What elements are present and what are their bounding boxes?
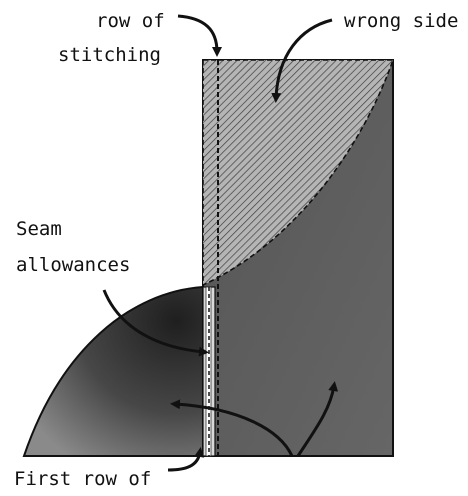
arrow-right-fabric bbox=[296, 381, 339, 457]
label-wrong-side: wrong side bbox=[344, 10, 459, 32]
label-seam: Seam bbox=[16, 218, 62, 240]
label-row-of: row of bbox=[96, 10, 165, 32]
label-stitching: stitching bbox=[58, 44, 161, 66]
arrow-left-fabric bbox=[170, 399, 294, 457]
left-fabric-panel bbox=[22, 285, 204, 457]
wrong-side-hatched-fold bbox=[202, 59, 395, 287]
arrow-seam-allowances bbox=[102, 289, 209, 357]
arrow-first-row bbox=[167, 447, 205, 472]
arrow-wrong-side bbox=[271, 18, 333, 103]
label-allowances: allowances bbox=[16, 254, 131, 276]
label-first-row-of: First row of bbox=[14, 468, 152, 490]
arrow-row-of-stitching bbox=[177, 14, 222, 57]
